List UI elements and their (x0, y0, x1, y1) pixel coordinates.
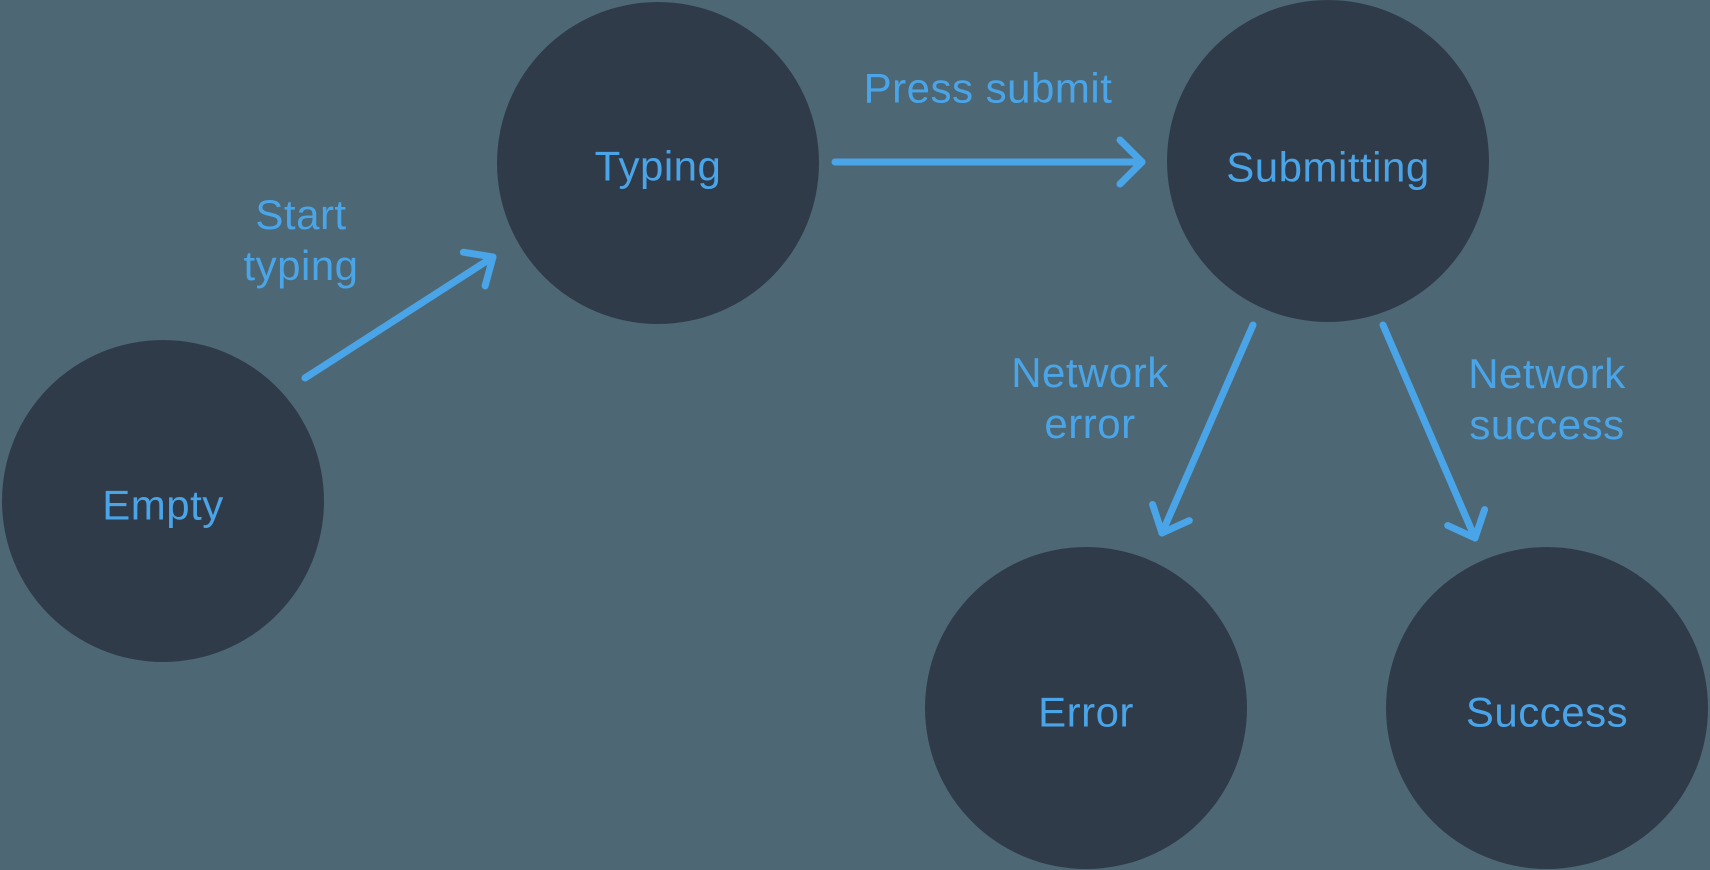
transition-arrow-start-typing (301, 248, 497, 382)
state-label-success: Success (1465, 688, 1629, 736)
state-label-error: Error (1038, 688, 1134, 736)
state-node-typing (497, 2, 819, 324)
state-node-success (1386, 547, 1708, 869)
state-label-submitting: Submitting (1226, 143, 1430, 191)
transition-arrow-press-submit (831, 136, 1146, 188)
transition-label-network-success: Network success (1468, 349, 1626, 448)
transition-arrow-network-error (1149, 321, 1257, 537)
transition-arrow-network-success (1379, 321, 1489, 542)
state-node-error (925, 547, 1247, 869)
transition-label-press-submit: Press submit (863, 64, 1113, 112)
transition-label-network-error: Network error (1011, 348, 1169, 447)
state-label-typing: Typing (594, 142, 722, 190)
state-node-empty (2, 340, 324, 662)
transition-label-start-typing: Start typing (243, 190, 359, 289)
state-label-empty: Empty (102, 481, 224, 529)
state-node-submitting (1167, 0, 1489, 322)
